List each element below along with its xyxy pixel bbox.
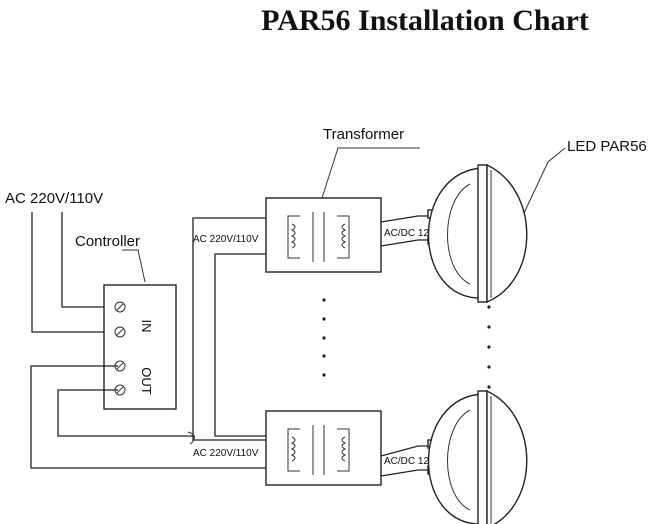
output-wire-top-b xyxy=(380,239,432,247)
output-wire-bottom-b xyxy=(380,469,432,477)
feed-wire-outer xyxy=(192,217,268,441)
power-wire-2 xyxy=(61,212,118,308)
led-leader-line xyxy=(516,147,566,229)
transformer-input-label-top: AC 220V/110V xyxy=(193,234,259,245)
transformer-leader-line xyxy=(321,147,420,199)
page-title: PAR56 Installation Chart xyxy=(261,4,589,37)
led-lamp-top xyxy=(427,163,528,304)
led-label: LED PAR56 xyxy=(567,138,647,155)
controller-out-wire-1 xyxy=(30,365,268,469)
transformer-top xyxy=(265,197,382,273)
terminal-out-label: OUT xyxy=(139,367,154,395)
controller-terminals xyxy=(114,301,126,396)
transformer-label: Transformer xyxy=(323,126,404,143)
output-label-bottom: AC/DC 12V xyxy=(384,456,436,467)
transformer-input-label-bottom: AC 220V/110V xyxy=(193,448,259,459)
output-label-top: AC/DC 12V xyxy=(384,228,436,239)
controller-leader-line xyxy=(122,249,146,283)
controller-out-wire-2 xyxy=(57,389,195,437)
transformer-bottom xyxy=(265,410,382,486)
output-wire-bottom-a xyxy=(380,445,432,457)
led-lamp-bottom xyxy=(427,389,528,524)
power-input-label: AC 220V/110V xyxy=(5,190,103,207)
lamp-ellipsis xyxy=(487,305,491,389)
terminal-in-label: IN xyxy=(139,320,154,333)
transformer-ellipsis xyxy=(322,298,326,377)
controller-label: Controller xyxy=(75,233,140,250)
controller-box xyxy=(103,284,177,410)
feed-wire-inner xyxy=(214,253,268,437)
output-wire-top-a xyxy=(380,215,432,223)
wire-junction xyxy=(187,431,195,445)
power-wire-1 xyxy=(31,212,118,333)
